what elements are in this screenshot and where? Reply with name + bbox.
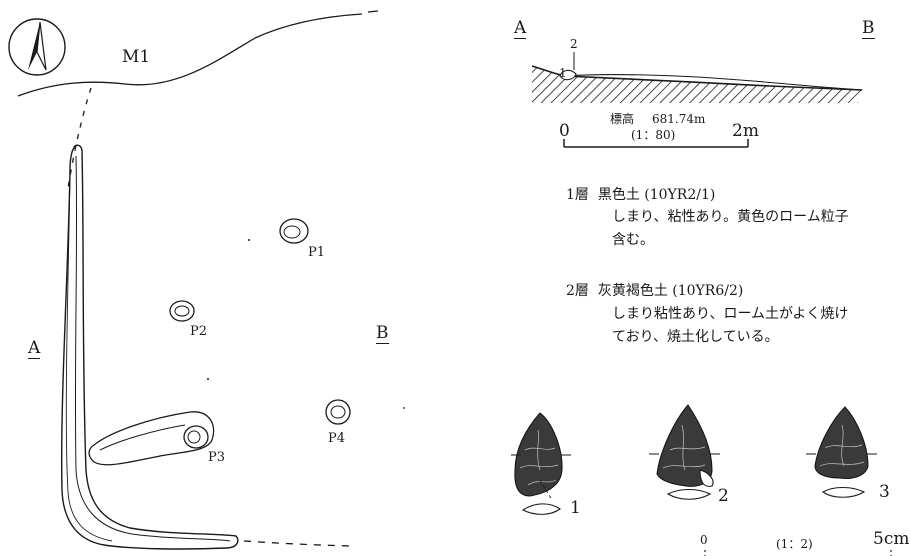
elevation-value: 681.74m: [652, 112, 706, 126]
pit-p2: [169, 300, 195, 322]
pit-p3-label: P3: [208, 450, 226, 465]
layer-2-desc-line-2: ており、焼土化している。: [612, 329, 779, 345]
section-scale-ratio: (1：80): [631, 128, 676, 142]
plan-a-label: A: [28, 338, 41, 359]
section-b-label: B: [862, 18, 875, 39]
pit-p4: [325, 399, 351, 425]
dashed-edge-upper: [67, 87, 92, 189]
m1-boundary-line: [17, 13, 363, 97]
m1-boundary-dashed: [367, 10, 379, 13]
artifact-scale-bar: [704, 550, 892, 556]
artifact-scale-ratio: (1：2): [776, 537, 813, 551]
layer-1-id: 1層: [566, 187, 589, 203]
section-scale-bar: [563, 139, 749, 148]
section-profile: [531, 52, 863, 103]
scatter-dots: [207, 239, 405, 409]
layer-1-desc-line-1: しまり、粘性あり。黄色のローム粒子: [612, 209, 849, 225]
layer-2-id: 2層: [566, 283, 589, 299]
layer-mark-1: 1: [559, 66, 567, 80]
north-arrow-icon: [8, 18, 66, 76]
artifact-2: [649, 404, 720, 500]
l-shaped-trench: [60, 144, 239, 550]
section-a-label: A: [514, 18, 527, 39]
pit-p3: [88, 411, 215, 466]
artifact-3: [806, 406, 877, 498]
layer-2-desc-line-1: しまり粘性あり、ローム土がよく焼け: [612, 306, 849, 322]
artifact-3-number: 3: [879, 482, 890, 502]
artifact-scale-start: 0: [700, 533, 708, 547]
artifact-1: [511, 412, 571, 515]
layer-2-name: 灰黄褐色土 (10YR6/2): [597, 283, 744, 299]
elevation-label: 標高: [610, 112, 635, 126]
section-scale-start: 0: [559, 121, 570, 141]
m1-label: M1: [122, 47, 151, 67]
artifact-scale-end: 5cm: [873, 529, 910, 549]
layer-1-desc-line-2: 含む。: [612, 232, 654, 248]
pit-p4-label: P4: [328, 431, 346, 446]
pit-p2-label: P2: [190, 324, 208, 339]
layer-1-name: 黒色土 (10YR2/1): [597, 187, 716, 203]
layer-mark-2: 2: [570, 37, 578, 51]
pit-p1-label: P1: [308, 245, 326, 260]
layer-2-heading: 2層 灰黄褐色土 (10YR6/2): [566, 281, 743, 303]
artifact-2-number: 2: [718, 486, 729, 506]
dashed-edge-lower: [243, 540, 353, 547]
section-scale-end: 2m: [732, 121, 759, 141]
plan-b-label: B: [376, 323, 389, 344]
pit-p1: [279, 218, 309, 244]
layer-1-heading: 1層 黒色土 (10YR2/1): [566, 185, 715, 207]
artifact-1-number: 1: [570, 498, 581, 518]
